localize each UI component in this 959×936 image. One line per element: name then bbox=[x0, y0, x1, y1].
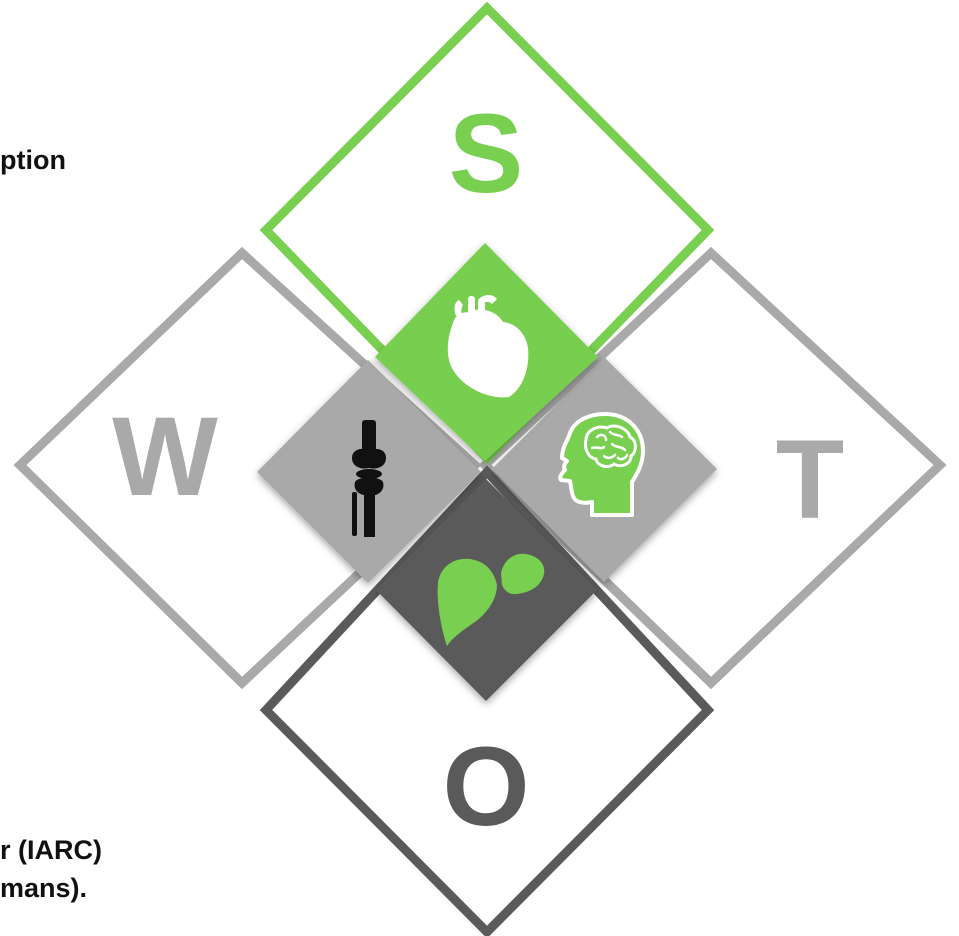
head-brain-icon bbox=[558, 412, 645, 517]
left-text-bottom-fragment: r (IARC) mans). bbox=[0, 831, 102, 907]
opportunities-letter: O bbox=[442, 724, 529, 849]
opportunities-diamond bbox=[259, 465, 715, 936]
left-text-top-fragment: ption bbox=[0, 141, 66, 179]
heart-icon bbox=[447, 294, 529, 398]
weaknesses-letter: W bbox=[112, 394, 218, 519]
knee-joint-icon bbox=[352, 420, 386, 537]
bottom-fragment-line-1: r (IARC) bbox=[0, 835, 102, 865]
strengths-letter: S bbox=[449, 91, 524, 216]
top-fragment-text: ption bbox=[0, 145, 66, 175]
threats-letter: T bbox=[776, 417, 844, 542]
bottom-fragment-line-2: mans). bbox=[0, 873, 88, 903]
liver-icon bbox=[437, 553, 545, 646]
